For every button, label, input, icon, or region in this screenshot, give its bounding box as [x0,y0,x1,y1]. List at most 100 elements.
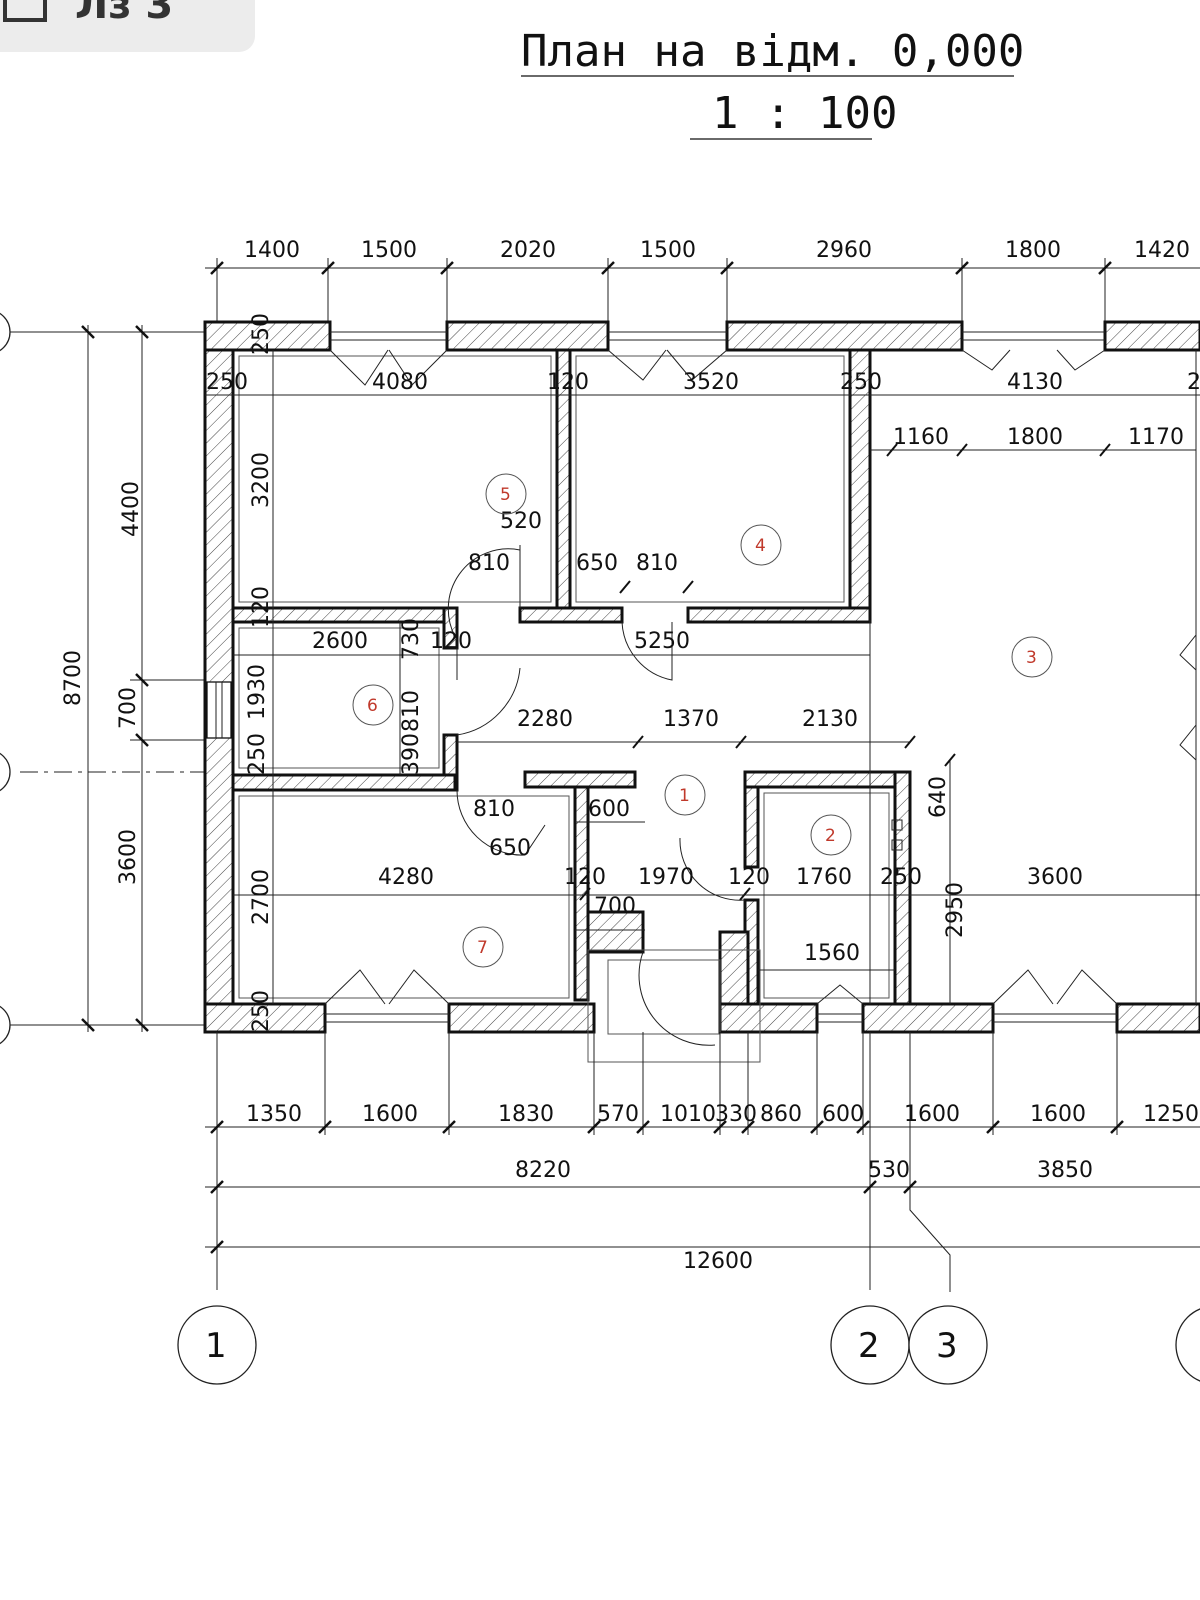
dim-1970: 1970 [638,865,694,890]
plan-title: План на відм. 0,000 [521,26,1024,77]
dim-3600-b: 3600 [1027,865,1083,890]
room-number-2: 2 [825,826,836,846]
room-number-5: 5 [500,485,511,505]
plan-scale: 1 : 100 [712,88,897,139]
axis-bubbles: 1 2 3 [177,1305,1200,1385]
dim-3520: 3520 [683,370,739,395]
dim-1170: 1170 [1128,425,1184,450]
dim-1800-b: 1800 [1007,425,1063,450]
dim-bottom-6: 330 [715,1102,757,1127]
dim-2700: 2700 [249,869,274,925]
dim-520: 520 [500,509,542,534]
walls [203,320,1200,1034]
dim-left-3600: 3600 [116,829,141,885]
dim-120-b: 120 [249,586,274,628]
dim-left-8700: 8700 [61,650,86,706]
dim-810-b: 810 [636,551,678,576]
inner-dimension-lines [205,350,1200,1004]
dim-left-700: 700 [116,687,141,729]
sheet-badge-text: Лз 3 [75,0,173,28]
dim-3850: 3850 [1037,1158,1093,1183]
axis-label-2: 2 [858,1326,880,1366]
axis-bubble-c-partial [0,1005,11,1045]
dim-120-d: 120 [564,865,606,890]
dim-bottom-7: 860 [760,1102,802,1127]
dim-2600: 2600 [312,629,368,654]
dim-250-e: 250 [245,733,270,775]
dim-1760: 1760 [796,865,852,890]
dim-top-2: 1500 [361,238,417,263]
dim-1560: 1560 [804,941,860,966]
dim-650-b: 650 [489,836,531,861]
dim-250-c: 250 [249,313,274,355]
dim-5250: 5250 [634,629,690,654]
room-number-4: 4 [755,536,766,556]
dim-top-4: 1500 [640,238,696,263]
room-number-7: 7 [477,938,488,958]
dim-250-f: 250 [249,990,274,1032]
dim-810-d: 810 [473,797,515,822]
dim-bottom-9: 1600 [904,1102,960,1127]
dim-530: 530 [868,1158,910,1183]
dim-1930: 1930 [245,664,270,720]
dim-2950: 2950 [943,882,968,938]
room-number-6: 6 [367,696,378,716]
dim-bottom-3: 1830 [498,1102,554,1127]
dim-bottom-4: 570 [597,1102,639,1127]
inner-dimension-texts: 250 4080 120 3520 250 4130 2 1160 1800 1… [206,313,1200,1032]
room-markers: 1 2 3 4 5 6 7 [352,473,1053,968]
dim-120-c: 120 [430,629,472,654]
dim-640: 640 [926,776,951,818]
dim-top-3: 2020 [500,238,556,263]
dim-bottom-1: 1350 [246,1102,302,1127]
axis-bubble-b-partial [0,752,11,792]
dim-bottom-2: 1600 [362,1102,418,1127]
dim-1160: 1160 [893,425,949,450]
room-number-1: 1 [679,786,690,806]
dim-730: 730 [399,618,424,660]
dim-250-b: 250 [840,370,882,395]
dim-top-7: 1420 [1134,238,1190,263]
dim-bottom-8: 600 [822,1102,864,1127]
dim-600-a: 600 [588,797,630,822]
dim-2130: 2130 [802,707,858,732]
dim-4130: 4130 [1007,370,1063,395]
axis-bubble-4-partial [1175,1308,1200,1382]
dim-4280: 4280 [378,865,434,890]
dim-390: 390 [399,733,424,775]
dim-bottom-11: 1250 [1143,1102,1199,1127]
dim-810-a: 810 [468,551,510,576]
sheet-badge: Лз 3 [0,0,255,52]
dim-4080: 4080 [372,370,428,395]
dim-250-d: 250 [880,865,922,890]
dim-120-e: 120 [728,865,770,890]
top-dimension-chain: 1400 1500 2020 1500 2960 1800 1420 [205,238,1200,322]
dim-top-1: 1400 [244,238,300,263]
dim-bottom-5: 1010 [660,1102,716,1127]
room-outlines [206,350,1197,1063]
dim-8220: 8220 [515,1158,571,1183]
dim-top-5: 2960 [816,238,872,263]
bottom-dimension-chains: 1350 1600 1830 570 1010 330 860 600 1600… [205,1032,1200,1292]
dim-12600: 12600 [683,1249,753,1274]
dim-3200: 3200 [249,452,274,508]
dim-810-c: 810 [399,690,424,732]
dim-2-right: 2 [1187,370,1200,395]
left-dimension-chains: 4400 8700 700 3600 [0,312,205,1045]
dim-top-6: 1800 [1005,238,1061,263]
axis-label-3: 3 [936,1326,958,1366]
dim-1370: 1370 [663,707,719,732]
axis-label-1: 1 [205,1326,227,1366]
doors [447,545,1197,1046]
dim-700-b: 700 [594,894,636,919]
room-number-3: 3 [1026,648,1037,668]
dim-bottom-10: 1600 [1030,1102,1086,1127]
dim-left-4400: 4400 [119,481,144,537]
dim-120-a: 120 [547,370,589,395]
dim-2280: 2280 [517,707,573,732]
axis-bubble-a-partial [0,312,11,352]
windows [324,331,1118,1023]
dim-250-a: 250 [206,370,248,395]
dim-650-a: 650 [576,551,618,576]
